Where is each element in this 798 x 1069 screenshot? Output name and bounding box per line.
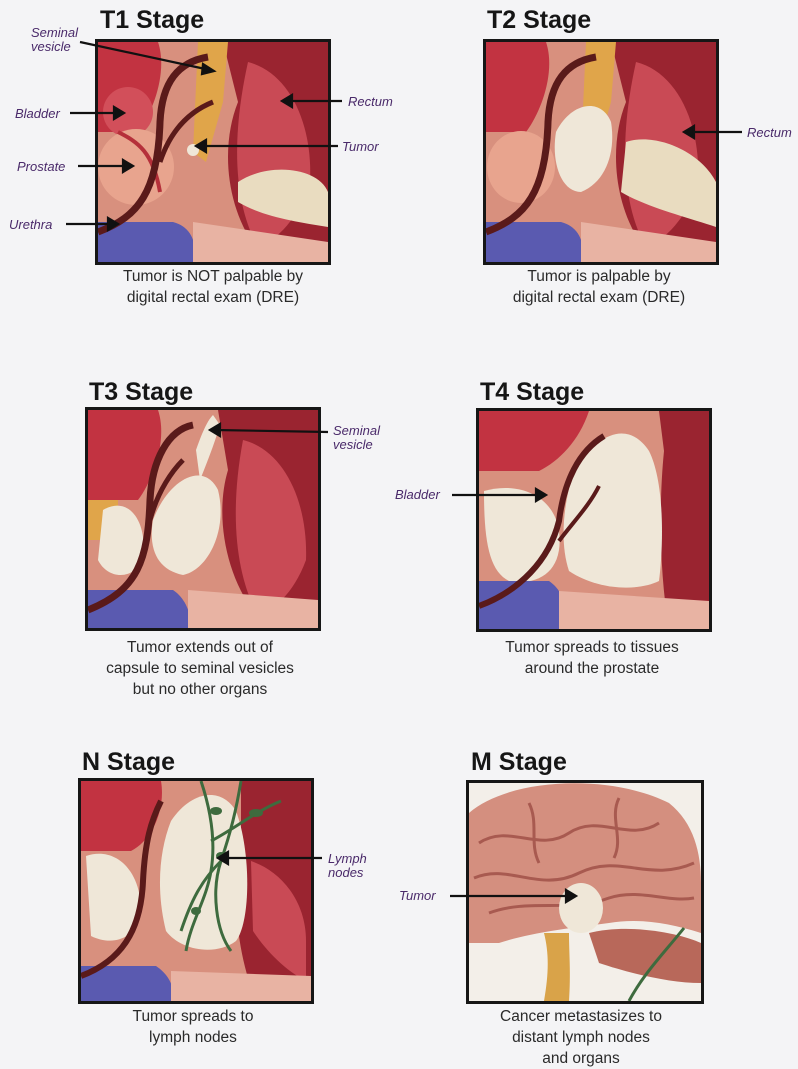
caption-line: Tumor spreads to tissues	[472, 637, 712, 658]
panel-caption: Cancer metastasizes to distant lymph nod…	[461, 1006, 701, 1069]
t3-leader-arrows	[0, 380, 400, 500]
panel-caption: Tumor is palpable by digital rectal exam…	[481, 266, 717, 308]
caption-line: Tumor is palpable by	[481, 266, 717, 287]
n-leader-arrows	[0, 820, 400, 920]
caption-line: around the prostate	[472, 658, 712, 679]
caption-line: but no other organs	[80, 679, 320, 700]
caption-line: lymph nodes	[73, 1027, 313, 1048]
m-leader-arrows	[400, 860, 798, 940]
panel-caption: Tumor extends out of capsule to seminal …	[80, 637, 320, 700]
caption-line: capsule to seminal vesicles	[80, 658, 320, 679]
caption-line: Tumor is NOT palpable by	[95, 266, 331, 287]
caption-line: Tumor spreads to	[73, 1006, 313, 1027]
caption-line: digital rectal exam (DRE)	[95, 287, 331, 308]
panel-title: M Stage	[471, 748, 567, 777]
caption-line: digital rectal exam (DRE)	[481, 287, 717, 308]
t2-leader-arrows	[400, 0, 798, 240]
panel-caption: Tumor is NOT palpable by digital rectal …	[95, 266, 331, 308]
panel-title: N Stage	[82, 748, 175, 777]
t1-leader-arrows	[0, 0, 400, 240]
caption-line: distant lymph nodes	[461, 1027, 701, 1048]
panel-caption: Tumor spreads to tissues around the pros…	[472, 637, 712, 679]
caption-line: and organs	[461, 1048, 701, 1069]
caption-line: Cancer metastasizes to	[461, 1006, 701, 1027]
panel-caption: Tumor spreads to lymph nodes	[73, 1006, 313, 1048]
panel-title: T4 Stage	[480, 378, 584, 407]
t4-leader-arrows	[400, 440, 798, 540]
caption-line: Tumor extends out of	[80, 637, 320, 658]
